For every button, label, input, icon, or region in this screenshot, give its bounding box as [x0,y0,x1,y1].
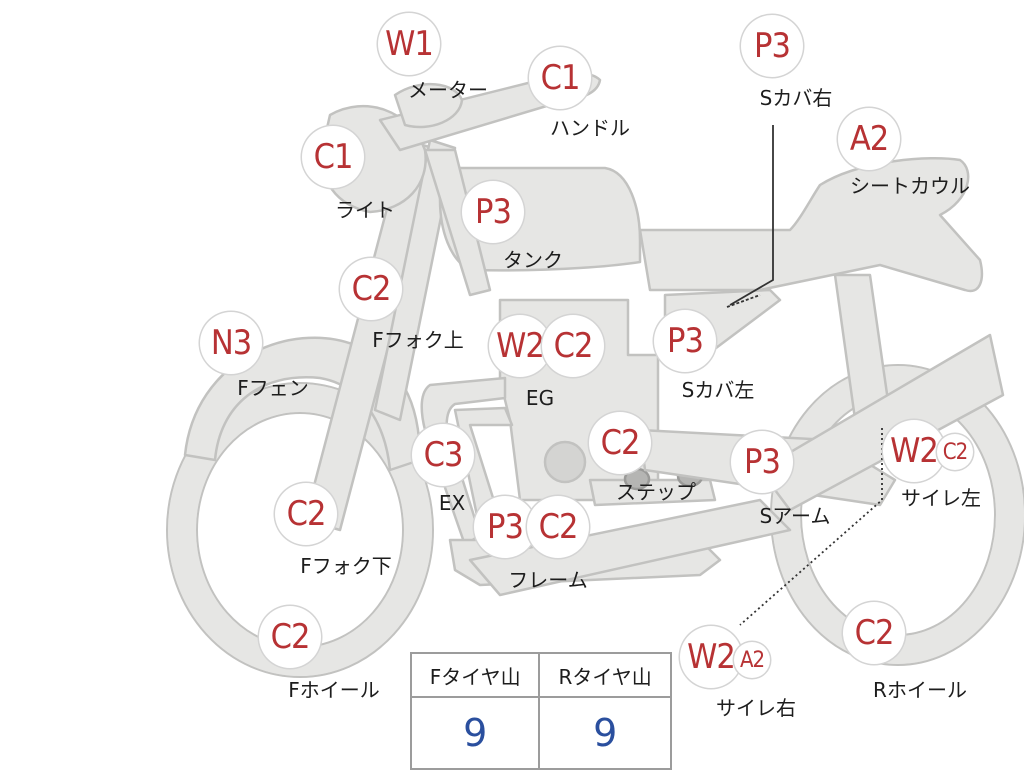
exhaust-code-marker: C3 [412,424,474,486]
side-cover-right-code-marker: P3 [741,15,803,77]
side-cover-left-label: Sカバ左 [681,378,755,402]
muffler-right-code-marker: A2 [734,642,770,678]
front-fender-code-marker: N3 [200,312,262,374]
side-cover-left-code-marker: P3 [654,310,716,372]
front-tire-header: Fタイヤ山 [409,652,541,698]
front-fork-lower-code-marker: C2 [275,483,337,545]
muffler-left-w-code-marker: W2 [883,420,945,482]
seat-cowl-label: シートカウル [850,174,970,198]
meter-label: メーター [408,78,488,102]
frame-label: フレーム [508,568,588,592]
front-wheel-label: Fホイール [288,678,380,702]
muffler-shape [758,333,1005,512]
light-label: ライト [335,198,395,222]
meter-shape [393,82,464,129]
step-shape [588,478,717,507]
seat-shape [638,157,984,293]
front-fork-upper-code-marker: C2 [340,258,402,320]
muffler-right-label: サイレ右 [716,696,796,720]
step-label: ステップ [616,480,696,504]
front-fork-upper-label: Fフォク上 [372,328,464,352]
swing-arm-label: Sアーム [759,504,831,528]
meter-code-marker: W1 [378,13,440,75]
front-fork-lower-label: Fフォク下 [300,554,392,578]
muffler-left-code-marker: C2 [937,434,973,470]
handle-label: ハンドル [550,116,630,140]
front-tire-value: 9 [409,696,541,770]
swing-arm-code-marker: P3 [731,431,793,493]
engine-code-marker: C2 [542,315,604,377]
rear-tire-header: Rタイヤ山 [538,652,672,698]
muffler-right-w-code-marker: W2 [680,626,742,688]
side-cover-right-label: Sカバ右 [759,86,833,110]
exhaust-label: EX [438,491,466,515]
rear-tire-value: 9 [538,696,672,770]
light-code-marker: C1 [302,126,364,188]
step-code-marker: C2 [589,412,651,474]
engine-w-code-marker: W2 [489,315,551,377]
tire-tread-table: Fタイヤ山 Rタイヤ山 9 9 [409,652,672,770]
tank-label: タンク [503,248,563,272]
rear-wheel-code-marker: C2 [843,602,905,664]
seat-cowl-code-marker: A2 [838,108,900,170]
handle-code-marker: C1 [529,47,591,109]
muffler-left-label: サイレ左 [901,486,981,510]
tank-code-marker: P3 [462,181,524,243]
rear-wheel-label: Rホイール [873,678,967,702]
front-wheel-code-marker: C2 [259,606,321,668]
frame-shape [423,148,492,297]
frame-p-code-marker: P3 [474,496,536,558]
frame-code-marker: C2 [527,496,589,558]
engine-label: EG [525,386,555,410]
front-fender-label: Fフェン [237,376,309,400]
